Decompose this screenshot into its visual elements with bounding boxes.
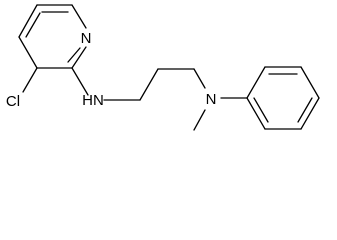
c-nh-bond xyxy=(71,67,89,96)
chain-bond-2 xyxy=(139,68,159,101)
chain-bond-4 xyxy=(193,68,206,89)
phenyl-bond-3 xyxy=(300,66,320,99)
amine-nh-label: HN xyxy=(82,92,104,109)
phenyl-double-bond-left xyxy=(253,97,269,123)
tertiary-amine-label: N xyxy=(206,91,217,108)
chlorine-label: Cl xyxy=(6,93,20,110)
propyl-chain xyxy=(103,68,206,101)
ring-bond-top-right xyxy=(71,4,87,29)
n-methyl-bond xyxy=(193,109,206,131)
ring-double-bond-right xyxy=(67,47,81,63)
phenyl-double-bond-right xyxy=(297,97,313,123)
chemical-structure-diagram: N Cl HN N xyxy=(6,4,320,131)
phenyl-bond-6 xyxy=(246,97,266,130)
phenyl-ring xyxy=(246,66,320,130)
ring-double-bond-left xyxy=(25,12,41,38)
pyridine-nitrogen-label: N xyxy=(81,30,92,47)
pyridine-ring xyxy=(18,4,87,69)
ring-bond-top-left xyxy=(18,4,38,38)
ring-bond-n-c2 xyxy=(71,46,87,69)
phenyl-bond-4 xyxy=(300,97,320,130)
c-cl-bond xyxy=(22,67,38,93)
phenyl-bond-1 xyxy=(246,66,266,99)
ring-bond-bottom-left xyxy=(18,36,38,69)
